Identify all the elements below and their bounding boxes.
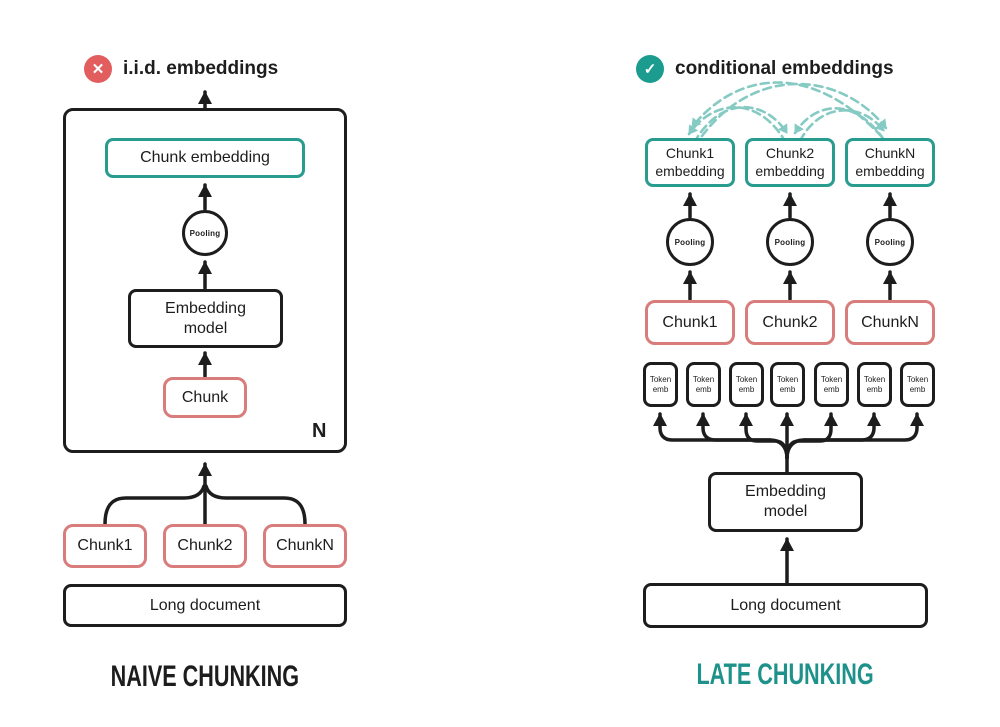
embedding-model-box: Embedding model <box>128 289 283 348</box>
token-emb-box-3: Token emb <box>729 362 764 407</box>
long-document-box: Long document <box>63 584 347 627</box>
chunk2-box: Chunk2 <box>163 524 247 568</box>
right-connectors <box>653 192 924 585</box>
late-chunking-caption: LATE CHUNKING <box>696 658 875 691</box>
right-title-label: conditional embeddings <box>675 58 894 79</box>
naive-chunking-caption: NAIVE CHUNKING <box>110 660 300 693</box>
right-panel-title: ✓ conditional embeddings <box>636 55 894 83</box>
left-connectors <box>103 90 307 526</box>
left-panel-title: ✕ i.i.d. embeddings <box>84 55 278 83</box>
pooling-node-1: Pooling <box>666 218 714 266</box>
chunkN-box: ChunkN <box>263 524 347 568</box>
check-circle-icon: ✓ <box>636 55 664 83</box>
chunk1-embedding-box: Chunk1 embedding <box>645 138 735 187</box>
token-emb-box-7: Token emb <box>900 362 935 407</box>
chunkN-embedding-box: ChunkN embedding <box>845 138 935 187</box>
left-title-label: i.i.d. embeddings <box>123 58 279 79</box>
token-emb-box-5: Token emb <box>814 362 849 407</box>
left-caption-wrap: NAIVE CHUNKING <box>63 660 347 694</box>
chunk-embedding-box: Chunk embedding <box>105 138 305 178</box>
right-caption-wrap: LATE CHUNKING <box>643 658 928 692</box>
late-chunk1-box: Chunk1 <box>645 300 735 345</box>
chunk-box: Chunk <box>163 377 247 418</box>
token-emb-box-1: Token emb <box>643 362 678 407</box>
token-emb-box-4: Token emb <box>770 362 805 407</box>
x-circle-icon: ✕ <box>84 55 112 83</box>
pooling-node-2: Pooling <box>766 218 814 266</box>
pooling-node: Pooling <box>182 210 228 256</box>
token-emb-box-6: Token emb <box>857 362 892 407</box>
repeat-n-label: N <box>312 420 327 442</box>
token-emb-box-2: Token emb <box>686 362 721 407</box>
late-long-document-box: Long document <box>643 583 928 628</box>
chunk2-embedding-box: Chunk2 embedding <box>745 138 835 187</box>
late-chunk2-box: Chunk2 <box>745 300 835 345</box>
chunk1-box: Chunk1 <box>63 524 147 568</box>
late-embedding-model-box: Embedding model <box>708 472 863 532</box>
attention-arcs <box>687 81 888 145</box>
late-chunkN-box: ChunkN <box>845 300 935 345</box>
pooling-node-3: Pooling <box>866 218 914 266</box>
naive-repeat-block <box>63 108 347 453</box>
